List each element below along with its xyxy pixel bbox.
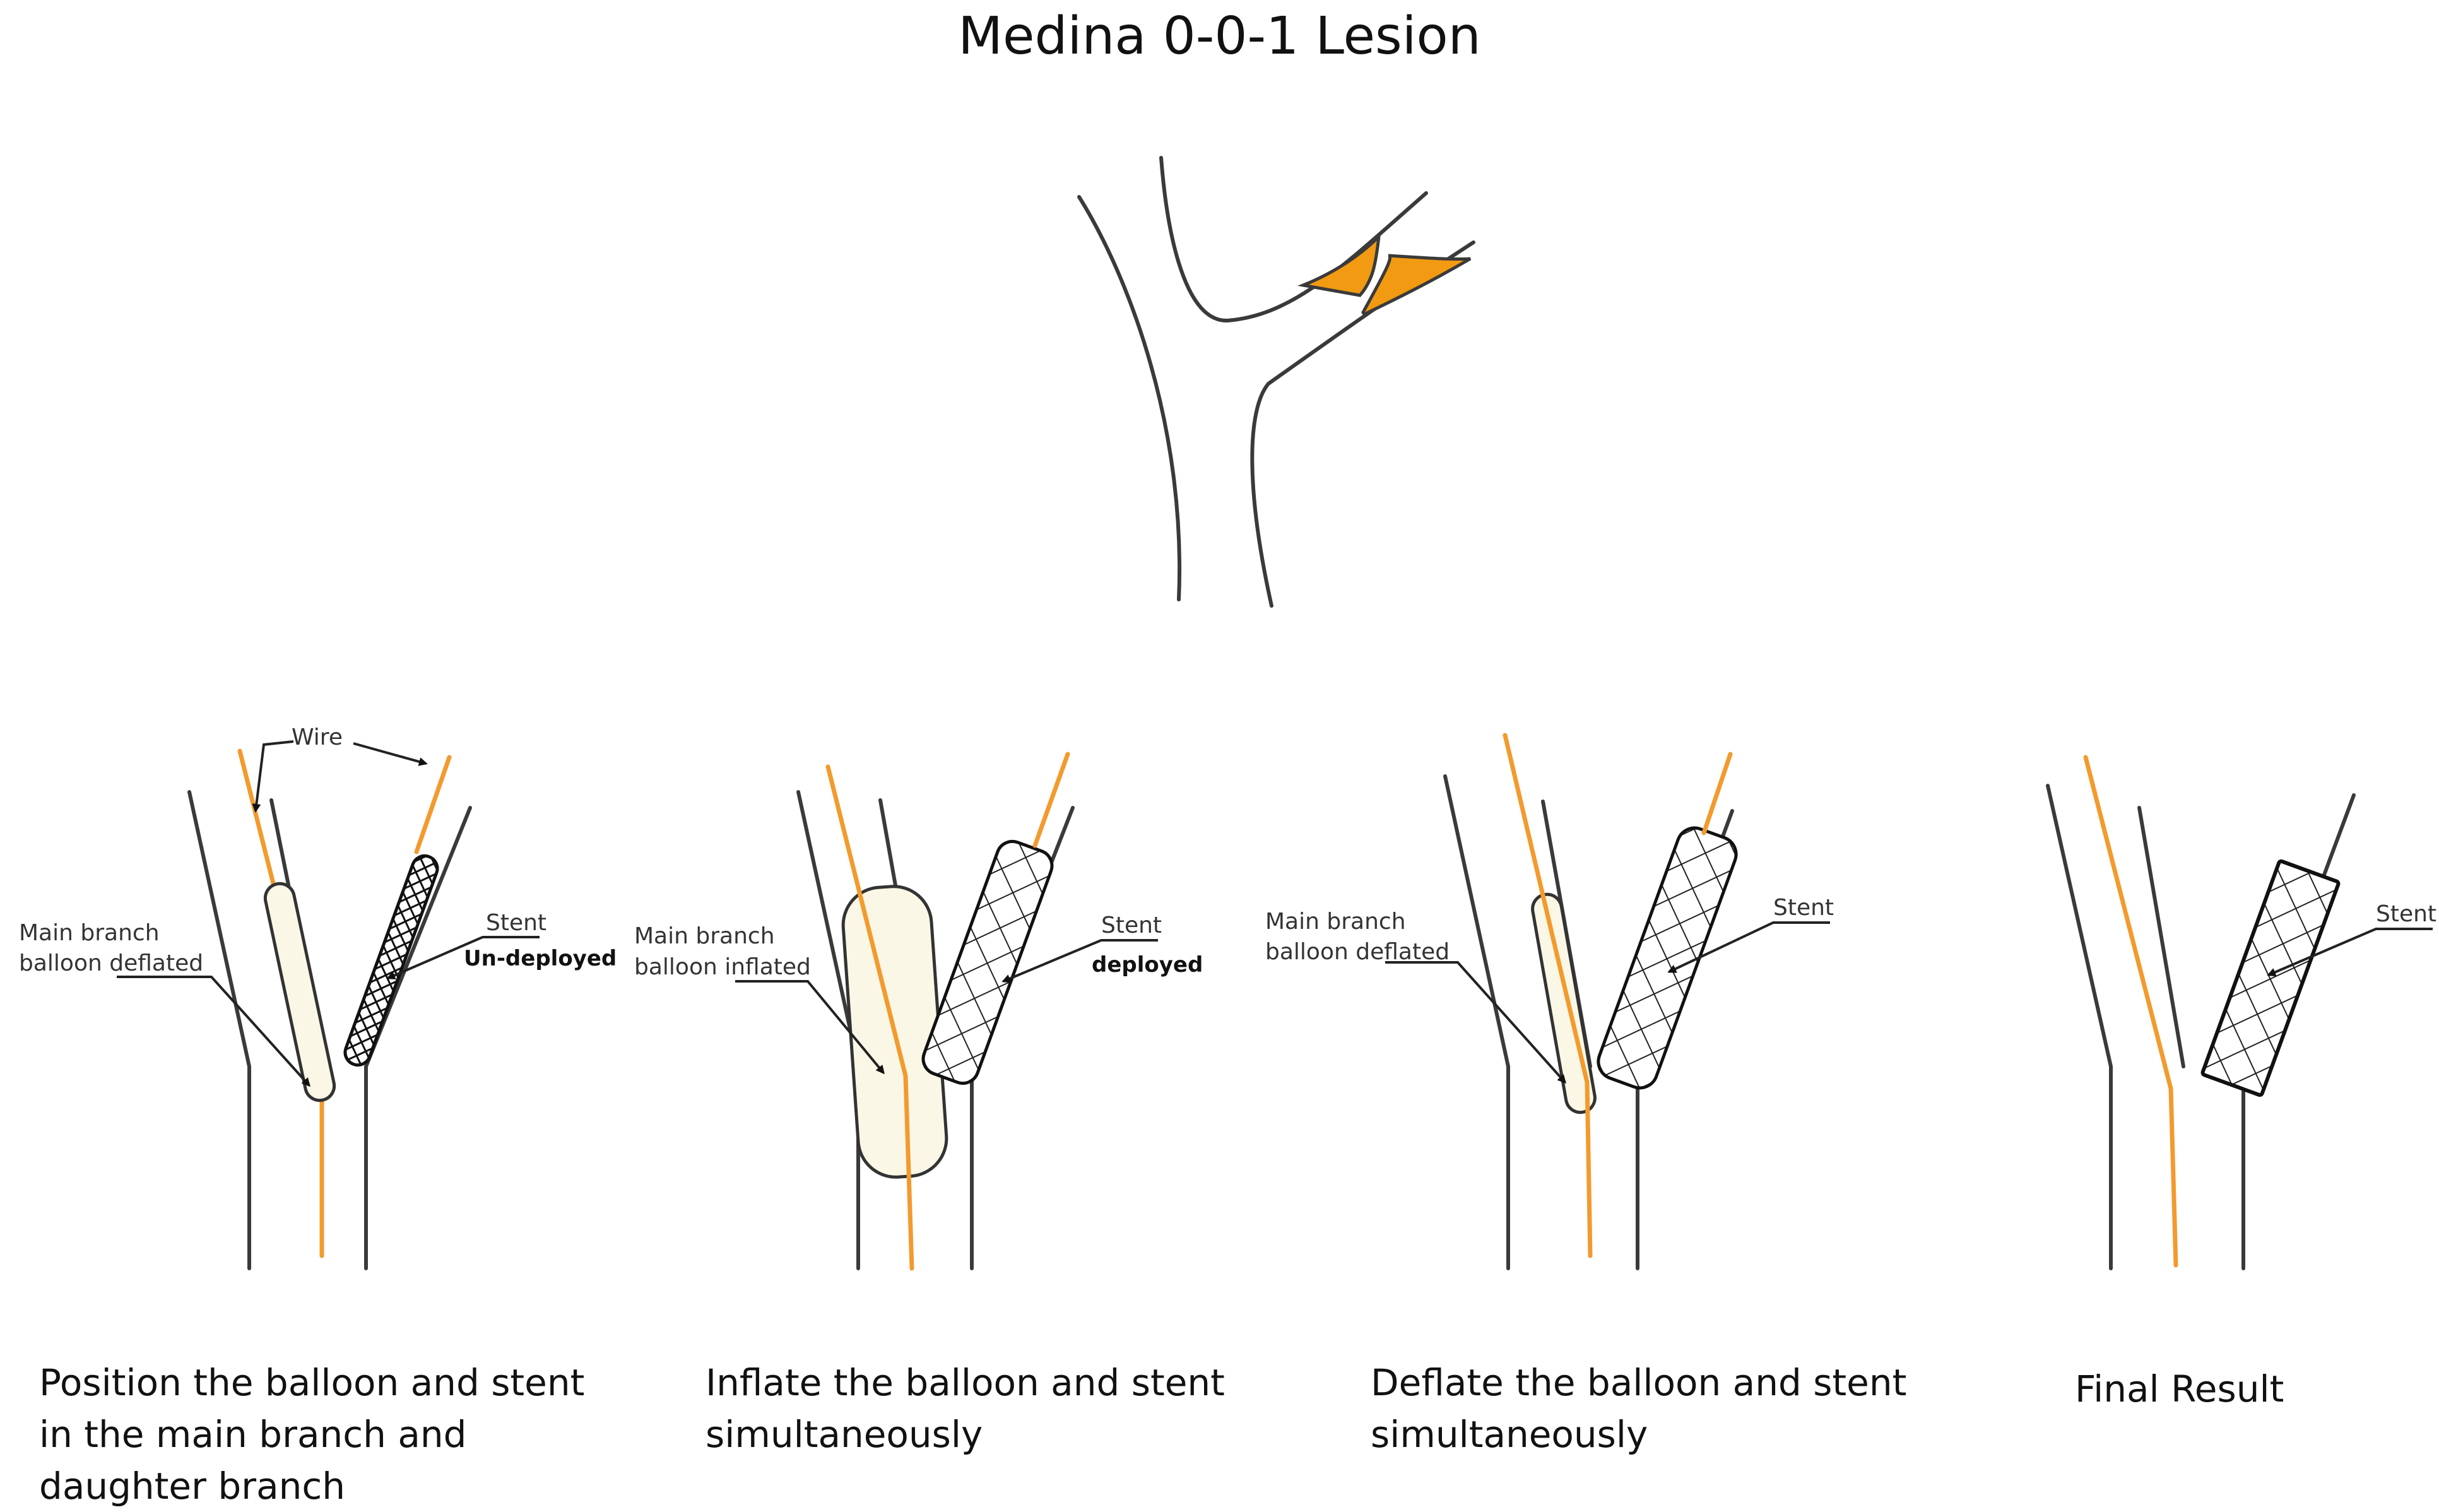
p1-stent-undeployed <box>343 854 439 1067</box>
p3-balloon-label-1: Main branch <box>1265 909 1406 935</box>
p1-balloon-label-1: Main branch <box>19 920 160 946</box>
main-branch-left-wall <box>1077 195 1182 601</box>
panel-4-final: Stent <box>2046 755 2436 1270</box>
p2-stent-label: Stent <box>1101 913 1162 938</box>
p1-wire-label: Wire <box>292 724 343 750</box>
p2-stent-deployed <box>921 839 1054 1085</box>
main-branch-inner-wall <box>1159 156 1428 323</box>
side-branch-lower-wall <box>1250 240 1475 608</box>
p2-stent-state-label: deployed <box>1092 952 1203 977</box>
p3-side-wire <box>1701 752 1733 836</box>
panel-1-position: Wire Main branch balloon deflated Stent … <box>19 724 617 1270</box>
panel-4-caption-line-1: Final Result <box>2075 1367 2284 1410</box>
p4-left-wall <box>2046 784 2113 1270</box>
panel-3-caption: Deflate the balloon and stent simultaneo… <box>1371 1357 1906 1460</box>
panel-2-inflate: Main branch balloon inflated Stent deplo… <box>634 752 1203 1271</box>
p2-balloon-label-2: balloon inflated <box>634 954 811 980</box>
p3-stent-deployed <box>1597 826 1738 1090</box>
p3-balloon-leader <box>1385 961 1567 1084</box>
p4-stent-leader <box>2267 928 2433 977</box>
panel-2-caption: Inflate the balloon and stent simultaneo… <box>706 1357 1225 1460</box>
panel-3-caption-line-2: simultaneously <box>1371 1413 1648 1456</box>
p4-stent-label: Stent <box>2376 901 2436 927</box>
panel-3-caption-line-1: Deflate the balloon and stent <box>1371 1361 1907 1404</box>
p2-main-wire <box>825 764 914 1271</box>
lesion-lower <box>1361 254 1472 317</box>
p3-stent-leader <box>1667 921 1830 973</box>
p3-left-wall <box>1443 774 1510 1270</box>
panel-1-caption: Position the balloon and stent in the ma… <box>39 1357 584 1512</box>
p2-balloon-label-1: Main branch <box>634 923 775 949</box>
panel-2-caption-line-2: simultaneously <box>706 1413 983 1456</box>
panel-3-deflate: Main branch balloon deflated Stent <box>1265 733 1834 1270</box>
diagram-title: Medina 0-0-1 Lesion <box>958 6 1481 66</box>
p1-left-wall <box>187 790 251 1270</box>
panel-4-caption: Final Result <box>2075 1363 2284 1415</box>
p3-balloon-label-2: balloon deflated <box>1265 939 1450 965</box>
lesion-upper <box>1297 232 1381 297</box>
p1-main-balloon-deflated <box>263 882 336 1102</box>
bifurcation-overview <box>1077 156 1475 608</box>
p4-stent-final <box>2200 859 2341 1097</box>
panel-2-caption-line-1: Inflate the balloon and stent <box>706 1361 1225 1404</box>
p3-stent-label: Stent <box>1773 895 1834 921</box>
panel-1-caption-line-2: in the main branch and <box>39 1413 467 1456</box>
p3-main-wire <box>1503 733 1593 1258</box>
p1-wire-leader-left <box>252 740 294 813</box>
p1-side-wall <box>364 806 472 1270</box>
panel-1-caption-line-1: Position the balloon and stent <box>39 1361 585 1404</box>
p2-stent-leader <box>1001 939 1158 983</box>
p2-balloon-leader <box>735 980 885 1075</box>
p1-wire-leader-right <box>353 742 428 766</box>
p2-side-wire <box>1032 752 1070 848</box>
panel-1-caption-line-3: daughter branch <box>39 1465 346 1508</box>
p4-carina <box>2137 806 2185 1068</box>
p1-balloon-label-2: balloon deflated <box>19 950 203 976</box>
p1-balloon-leader <box>117 976 311 1087</box>
p4-main-wire <box>2083 755 2178 1268</box>
p1-stent-label: Stent <box>486 910 546 936</box>
p1-stent-leader <box>386 936 540 980</box>
p1-stent-state-label: Un-deployed <box>464 946 617 971</box>
p1-side-wire <box>414 755 452 854</box>
